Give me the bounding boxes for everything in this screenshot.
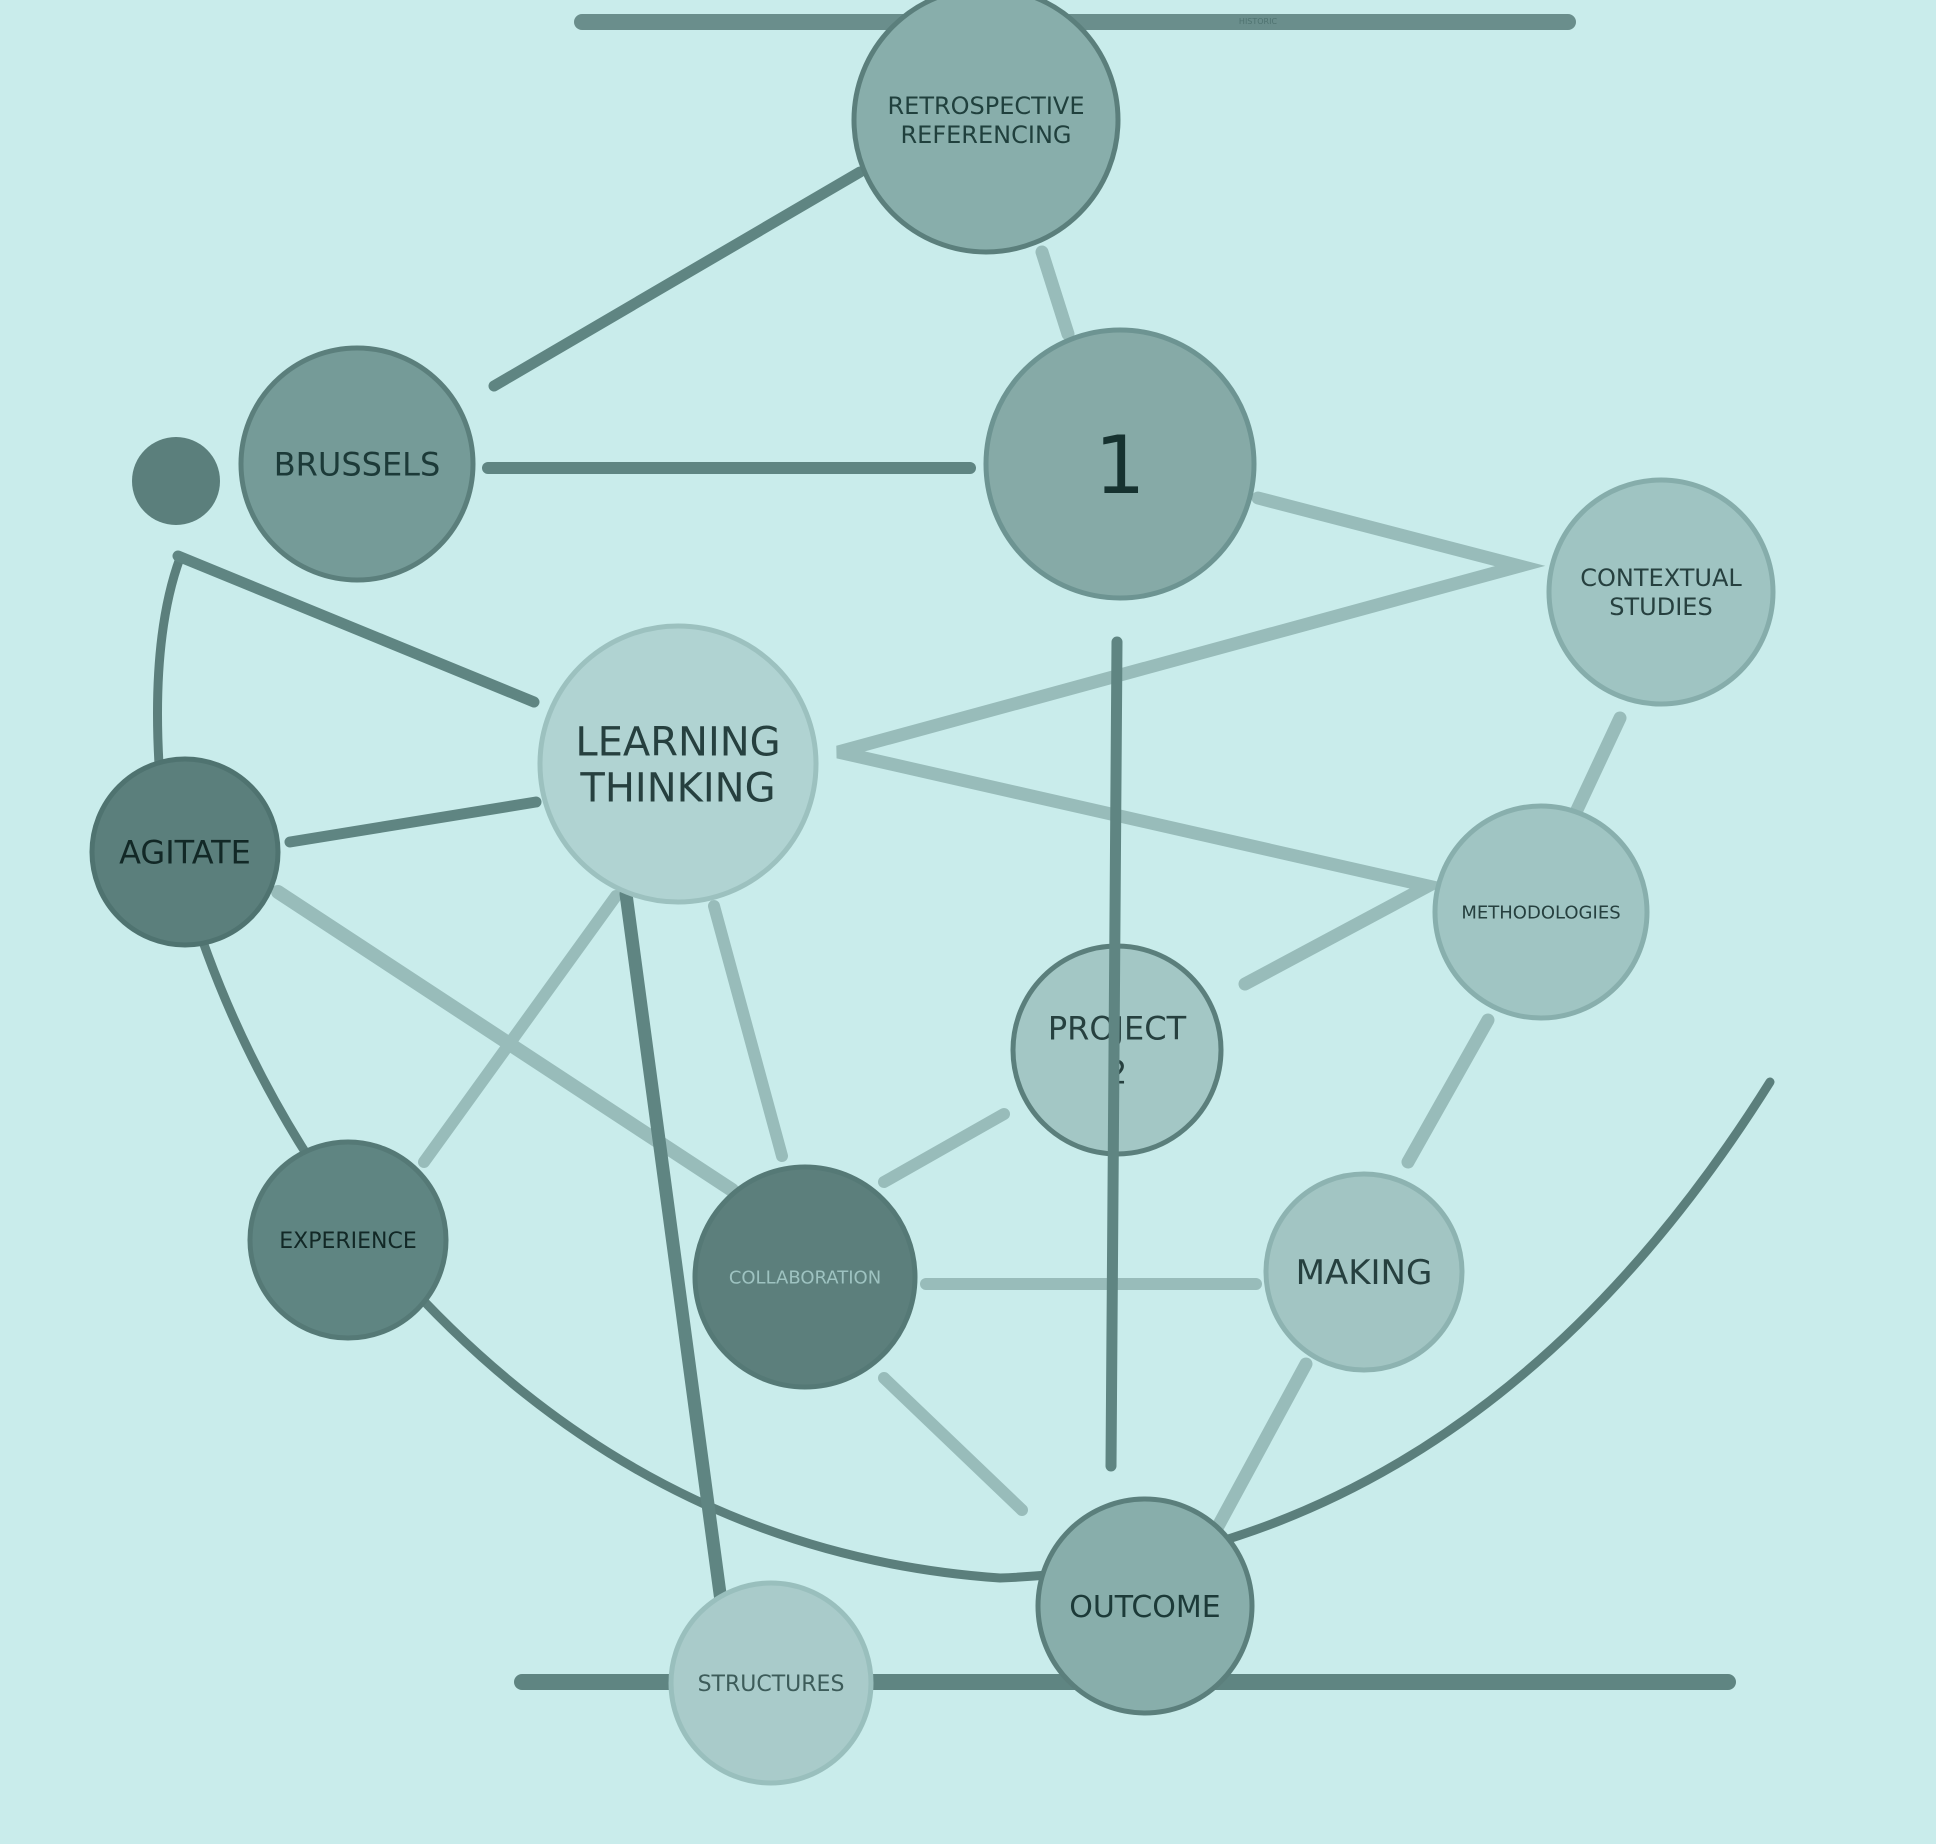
node-label-outcome-0: OUTCOME [1069, 1590, 1221, 1625]
edge-learning-experience [418, 890, 622, 1168]
node-label-brussels-0: BRUSSELS [274, 446, 441, 484]
node-circle-making [1263, 1171, 1465, 1373]
node-circle-experience [247, 1139, 449, 1341]
top-bar-caption: HISTORIC [1239, 17, 1278, 26]
node-circle-structures [668, 1580, 874, 1786]
node-circle-collaboration [692, 1164, 918, 1390]
node-structures: STRUCTURES [668, 1580, 874, 1786]
node-circle-methodologies [1432, 803, 1650, 1021]
edge-retro-one [1035, 245, 1075, 341]
node-circle-agitate [89, 756, 281, 948]
node-making: MAKING [1263, 1171, 1465, 1373]
node-label-structures-0: STRUCTURES [698, 1672, 845, 1697]
node-dot [132, 437, 220, 525]
node-brussels: BRUSSELS [238, 345, 476, 583]
node-circle-outcome [1035, 1496, 1255, 1716]
node-label-contextual-0: CONTEXTUAL [1580, 564, 1742, 592]
node-circle-dot [132, 437, 220, 525]
node-label-learning-0: LEARNING [575, 719, 780, 765]
edge-learning-structures [619, 887, 737, 1675]
node-label-experience-0: EXPERIENCE [279, 1229, 417, 1254]
node-label-methodologies-0: METHODOLOGIES [1461, 902, 1620, 923]
dark-connectors [172, 166, 976, 1675]
light-connectors [271, 245, 1627, 1537]
edge-agitate-learning [284, 796, 542, 848]
edge-contextual-methodologies [1569, 711, 1627, 819]
edge-one-outcome-vertical [1105, 636, 1123, 1472]
node-label-retrospective-1: REFERENCING [901, 121, 1072, 149]
node-outcome: OUTCOME [1035, 1496, 1255, 1716]
node-collaboration: COLLABORATION [692, 1164, 918, 1390]
node-agitate: AGITATE [89, 756, 281, 948]
node-circle-contextual [1546, 477, 1776, 707]
edge-making-outcome [1209, 1357, 1313, 1537]
node-circle-learning [537, 623, 819, 905]
node-methodologies: METHODOLOGIES [1432, 803, 1650, 1021]
edge-project-collaboration [878, 1108, 1010, 1188]
edge-dot-learning [172, 550, 540, 708]
edge-collaboration-outcome [878, 1372, 1028, 1516]
node-circle-retrospective [851, 0, 1121, 255]
node-label-contextual-1: STUDIES [1609, 593, 1712, 621]
edge-brussels-retro [488, 166, 866, 392]
node-label-retrospective-0: RETROSPECTIVE [887, 92, 1084, 120]
node-label-collaboration-0: COLLABORATION [729, 1267, 881, 1288]
edge-learning-collaboration [708, 900, 788, 1162]
edge-zigzag [836, 491, 1546, 991]
node-label-one-0: 1 [1095, 419, 1146, 512]
node-circle-one [983, 327, 1257, 601]
edge-methodologies-making [1401, 1013, 1495, 1169]
node-label-agitate-0: AGITATE [119, 834, 251, 872]
node-one: 1 [983, 327, 1257, 601]
node-label-learning-1: THINKING [579, 765, 775, 811]
node-experience: EXPERIENCE [247, 1139, 449, 1341]
node-label-making-0: MAKING [1296, 1253, 1433, 1293]
node-circle-brussels [238, 345, 476, 583]
